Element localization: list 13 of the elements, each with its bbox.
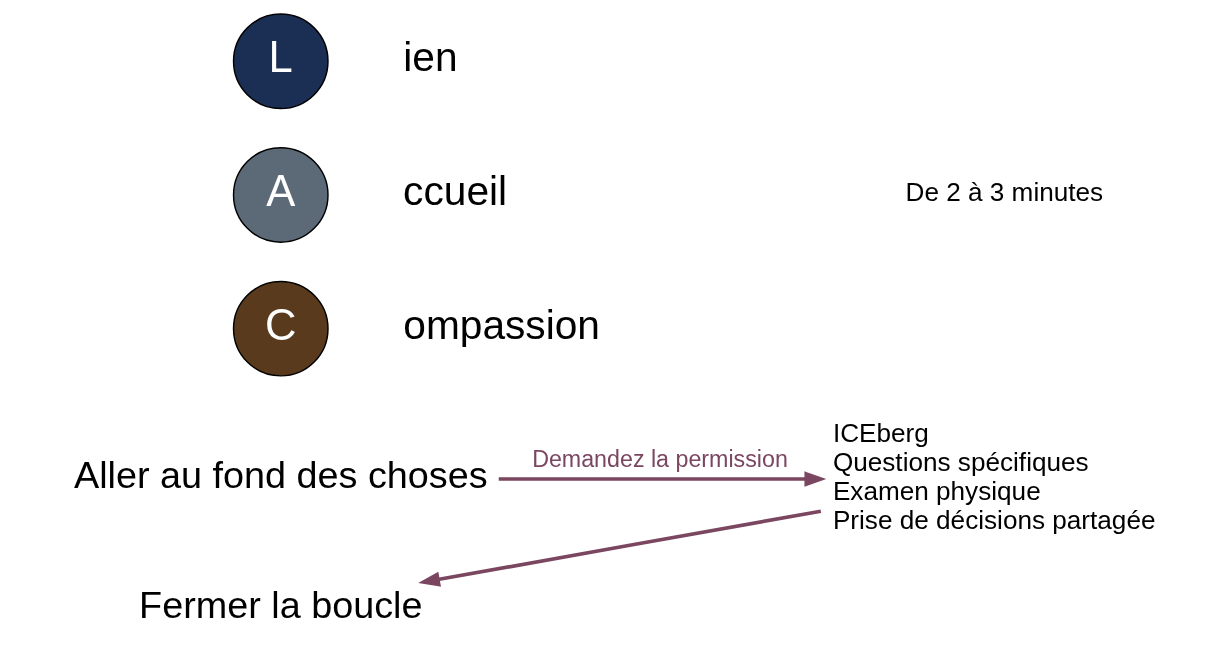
arrow <box>498 471 827 487</box>
node-text: Fermer la boucle <box>139 584 423 627</box>
node-circle: L <box>232 13 329 110</box>
node-label: ccueil <box>403 167 508 214</box>
node-label: ien <box>403 34 458 81</box>
node-label: ompassion <box>403 301 600 348</box>
edge-label: Demandez la permission <box>532 446 788 473</box>
label: De 2 à 3 minutes <box>905 177 1104 208</box>
node-circle: C <box>232 280 329 377</box>
node-circle: A <box>232 147 329 243</box>
node-text: ICEberg Questions spécifiques Examen physique Prise de décisions partagée <box>832 417 1156 535</box>
arrow <box>418 509 822 587</box>
node-text: Aller au fond des choses <box>73 454 488 497</box>
